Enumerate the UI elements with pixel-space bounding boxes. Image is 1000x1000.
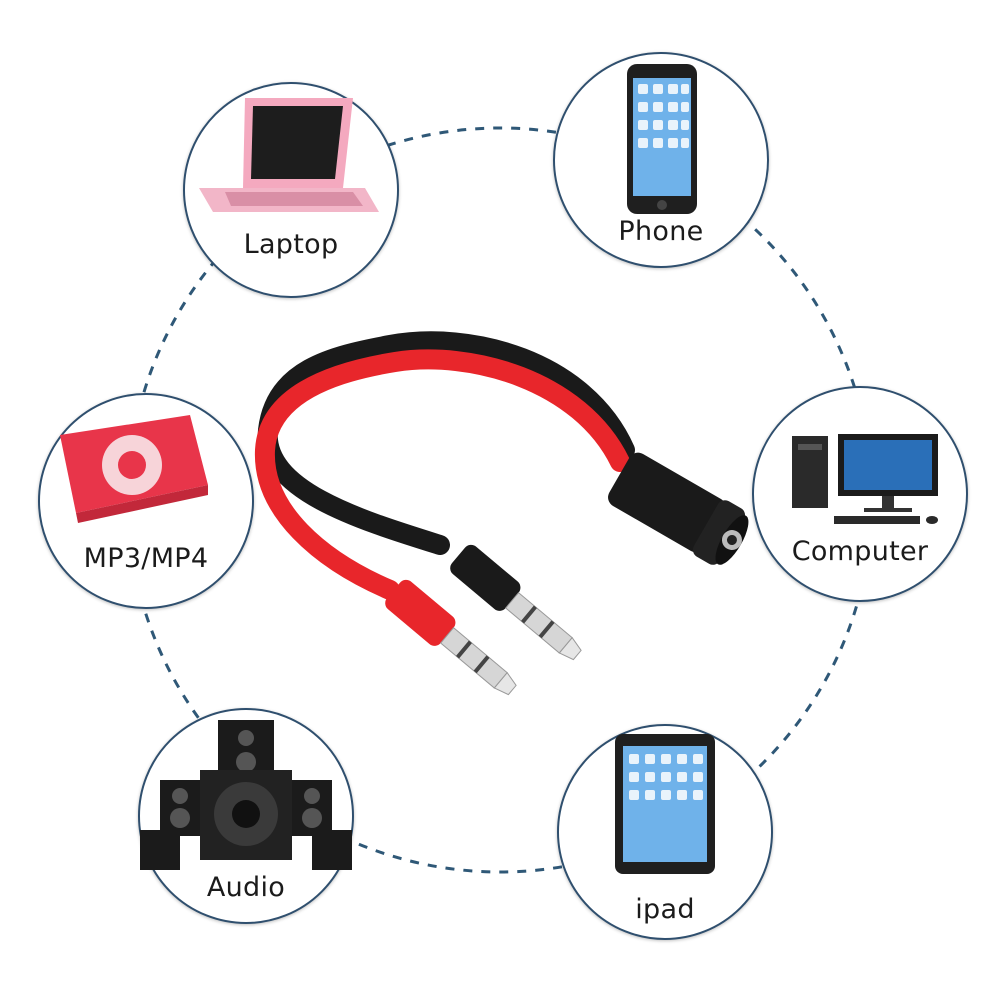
badge-ipad: ipad: [557, 724, 773, 940]
red-cable: [254, 349, 630, 600]
badge-mp3: MP3/MP4: [38, 393, 254, 609]
device-label: Computer: [791, 536, 929, 567]
device-label: Laptop: [243, 229, 339, 260]
badge-phone: Phone: [553, 52, 769, 268]
speakers-icon: [140, 720, 352, 870]
black-plug: [450, 544, 582, 661]
device-label: MP3/MP4: [83, 543, 209, 574]
badge-audio: Audio: [138, 708, 354, 924]
badge-computer: Computer: [752, 386, 968, 602]
device-label: ipad: [635, 894, 695, 925]
red-plug: [385, 579, 517, 696]
desktop-computer-icon: [792, 434, 938, 524]
female-jack: [608, 452, 749, 565]
phone-icon: [627, 64, 697, 214]
device-label: Audio: [206, 872, 286, 903]
badge-laptop: Laptop: [183, 82, 399, 298]
device-label: Phone: [618, 216, 704, 247]
mp3-player-icon: [60, 415, 208, 523]
tablet-icon: [615, 734, 715, 874]
black-cable: [257, 331, 635, 555]
laptop-icon: [199, 98, 379, 212]
